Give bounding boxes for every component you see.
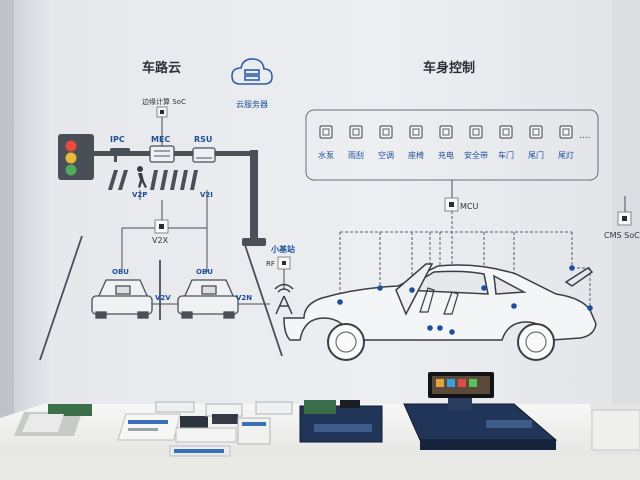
v2i-label: V2I [200, 191, 213, 199]
module-icon-glyph [442, 128, 450, 136]
right-panel-title: 车身控制 [423, 60, 475, 76]
antenna-tower-icon [274, 283, 294, 315]
module-4: 座椅 [408, 125, 424, 160]
module-label: 水泵 [318, 150, 334, 160]
rear-wheel [517, 323, 555, 361]
tablet-display [428, 372, 494, 398]
signal-pole [94, 150, 266, 246]
v2v-label: V2V [155, 294, 171, 302]
module-icon [379, 125, 393, 139]
module-icon [349, 125, 363, 139]
module-label: 充电 [438, 150, 454, 160]
module-1: 水泵 [318, 125, 334, 160]
module-icon [409, 125, 423, 139]
module-icon [439, 125, 453, 139]
car-rear-right [177, 279, 239, 319]
module-icon [529, 125, 543, 139]
module-icon-glyph [562, 128, 570, 136]
module-7: 车门 [498, 125, 514, 160]
left-wall-edge [0, 0, 14, 420]
dark-demo-board-1 [299, 400, 383, 443]
edge-soc-label: 边缘计算 SoC [142, 97, 186, 106]
module-icon [499, 125, 513, 139]
rsu-box-icon [192, 147, 216, 163]
module-label: 车门 [498, 150, 514, 160]
module-icon-glyph [382, 128, 390, 136]
control-nodes [337, 265, 593, 335]
module-icon-glyph [502, 128, 510, 136]
road-lines [39, 235, 283, 361]
module-icon-glyph [352, 128, 360, 136]
seats [419, 287, 459, 315]
module-3: 空调 [378, 125, 394, 160]
module-label: 尾灯 [558, 150, 574, 160]
rf-chip-icon [277, 256, 291, 270]
info-card-1 [117, 413, 181, 441]
traffic-light [58, 134, 94, 180]
ipc-label: IPC [110, 135, 125, 144]
obu-right-label: OBU [196, 268, 213, 276]
front-wheel [327, 323, 365, 361]
module-icon [559, 125, 573, 139]
mcu-chip-icon [444, 197, 459, 212]
cms-soc-label: CMS SoC [604, 231, 640, 240]
module-8: 尾门 [528, 125, 544, 160]
cloud-icon [231, 58, 273, 85]
mec-box-icon [149, 145, 175, 163]
module-label: 座椅 [408, 150, 424, 160]
module-icon [469, 125, 483, 139]
pedestrian-icon [137, 166, 147, 188]
dev-board-left [14, 404, 92, 436]
obu-left-label: OBU [112, 268, 129, 276]
module-icon [319, 125, 333, 139]
mec-label: MEC [151, 135, 170, 144]
module-6: 安全带 [464, 125, 488, 160]
v2x-chip-icon [154, 219, 169, 234]
car-rear-left [91, 279, 153, 319]
modules-more: .... [579, 131, 590, 141]
mcu-label: MCU [460, 202, 478, 211]
module-icon-glyph [412, 128, 420, 136]
module-label: 尾门 [528, 150, 544, 160]
module-label: 空调 [378, 150, 394, 160]
soc-chip-icon [156, 106, 168, 118]
module-icon-glyph [322, 128, 330, 136]
dev-board-small-1 [155, 401, 208, 428]
module-2: 雨刮 [348, 125, 364, 160]
module-9: 尾灯 [558, 125, 574, 160]
info-card-2 [169, 427, 237, 457]
right-edge-panel [591, 409, 640, 451]
sedan-car [283, 263, 597, 341]
module-label: 雨刮 [348, 150, 364, 160]
cloud-server-label: 云服务器 [236, 99, 268, 109]
v2x-label: V2X [152, 236, 169, 245]
module-label: 安全带 [464, 150, 488, 160]
small-base-station-label: 小基站 [270, 244, 295, 254]
rf-label: RF [266, 260, 275, 268]
crosswalk [108, 170, 198, 190]
module-row: 水泵 雨刮 空调 座椅 充电安全带车门 尾门 尾灯 [318, 125, 574, 160]
cms-chip-icon [617, 211, 632, 226]
module-icon-glyph [472, 128, 480, 136]
v2n-label: V2N [236, 294, 252, 302]
left-panel-title: 车路云 [142, 60, 181, 76]
rsu-label: RSU [194, 135, 212, 144]
camera-icon [110, 148, 130, 162]
table-front-edge [0, 455, 640, 480]
dev-board-small-2 [205, 401, 293, 445]
module-5: 充电 [438, 125, 454, 160]
module-icon-glyph [532, 128, 540, 136]
dark-demo-board-2 [403, 398, 558, 450]
right-wall-edge [612, 0, 640, 420]
